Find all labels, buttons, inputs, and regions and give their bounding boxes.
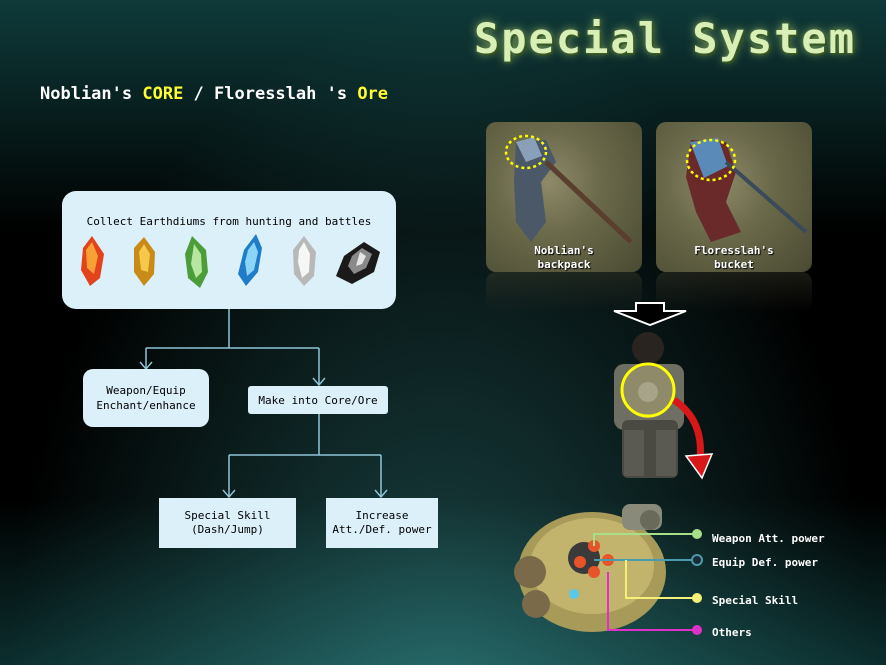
floresslah-character-illustration bbox=[685, 138, 808, 242]
floresslah-caption: Floresslah's bucket bbox=[656, 244, 812, 272]
floresslah-caption-line1: Floresslah's bbox=[694, 244, 774, 257]
special-skill-box: Special Skill (Dash/Jump) bbox=[159, 498, 296, 548]
increase-line2: Att./Def. power bbox=[332, 523, 432, 536]
subtitle-ore: Ore bbox=[357, 84, 389, 104]
legend-equip-def: Equip Def. power bbox=[712, 556, 818, 569]
down-arrow-icon bbox=[613, 302, 687, 326]
white-crystal-icon bbox=[293, 236, 316, 286]
noblian-reflection bbox=[486, 272, 642, 312]
red-crystal-icon bbox=[81, 236, 104, 286]
legend-weapon-att: Weapon Att. power bbox=[712, 532, 825, 545]
increase-line1: Increase bbox=[355, 509, 409, 522]
noblian-caption-line2: backpack bbox=[537, 258, 591, 271]
green-crystal-icon bbox=[185, 236, 208, 288]
skill-line1: Special Skill bbox=[184, 509, 271, 522]
gold-crystal-icon bbox=[134, 237, 155, 286]
weapon-line1: Weapon/Equip bbox=[106, 384, 186, 397]
skill-line2: (Dash/Jump) bbox=[191, 523, 264, 536]
increase-power-box: Increase Att./Def. power bbox=[326, 498, 438, 548]
floresslah-caption-line2: bucket bbox=[714, 258, 754, 271]
page-title: Special System bbox=[473, 14, 856, 63]
subtitle-part1: Noblian's bbox=[40, 84, 143, 104]
collect-label: Collect Earthdiums from hunting and batt… bbox=[86, 215, 372, 228]
make-label: Make into Core/Ore bbox=[258, 393, 378, 407]
weapon-line2: Enchant/enhance bbox=[96, 399, 196, 412]
noblian-caption-line1: Noblian's bbox=[534, 244, 594, 257]
legend-special-skill: Special Skill bbox=[712, 594, 799, 607]
subtitle: Noblian's CORE / Floresslah 's Ore bbox=[40, 84, 388, 104]
make-core-box: Make into Core/Ore bbox=[248, 386, 388, 414]
subtitle-part2: / Floresslah 's bbox=[183, 84, 358, 104]
black-crystal-icon bbox=[336, 242, 380, 284]
core-device-illustration bbox=[514, 504, 666, 632]
noblian-character-illustration bbox=[504, 134, 633, 244]
subtitle-core: CORE bbox=[142, 84, 184, 104]
blue-crystal-icon bbox=[238, 234, 262, 286]
noblian-backpack-image: Noblian's backpack bbox=[486, 122, 642, 272]
character-back-illustration bbox=[614, 332, 714, 480]
noblian-caption: Noblian's backpack bbox=[486, 244, 642, 272]
floresslah-bucket-image: Floresslah's bucket bbox=[656, 122, 812, 272]
legend-others: Others bbox=[712, 626, 752, 639]
weapon-enchant-box: Weapon/Equip Enchant/enhance bbox=[83, 369, 209, 427]
floresslah-reflection bbox=[656, 272, 812, 312]
collect-box: Collect Earthdiums from hunting and batt… bbox=[62, 191, 396, 309]
